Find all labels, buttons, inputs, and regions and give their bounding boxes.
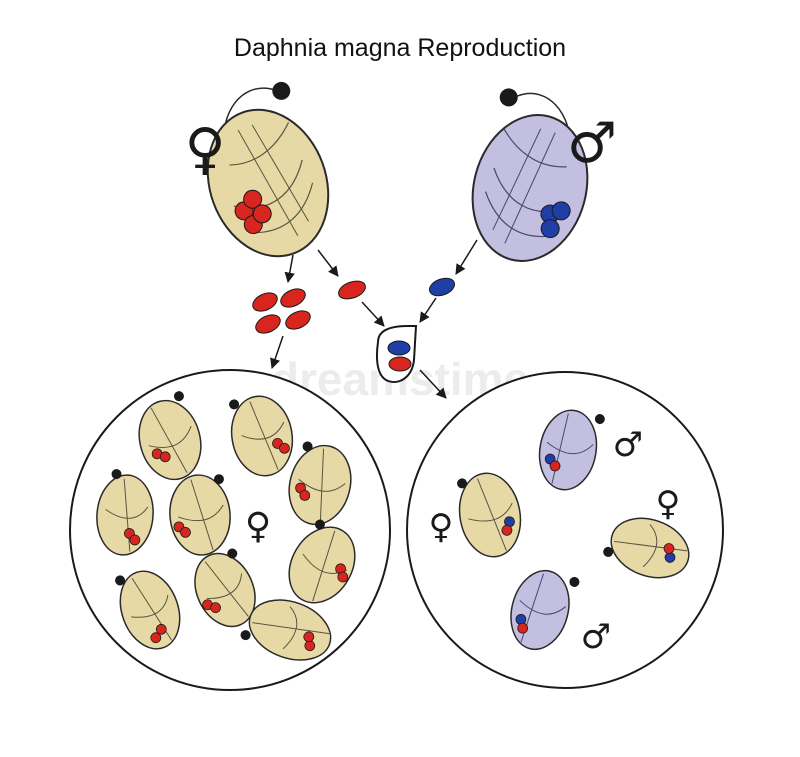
- mixed-offspring-circle: ♂ ♀ ♀ ♂: [406, 371, 724, 689]
- male-symbol-offspring-1: ♂: [613, 425, 643, 465]
- arrow-female-to-gamete: [317, 249, 339, 277]
- diagram-title: Daphnia magna Reproduction: [234, 34, 566, 62]
- arrow-eggs-to-female-offspring: [270, 335, 284, 369]
- female-offspring-7: [194, 548, 256, 628]
- parent-male-daphnia: [471, 88, 589, 262]
- arrow-ephippium-to-mixed-offspring: [419, 369, 447, 399]
- female-offspring-3: [96, 469, 154, 556]
- parent-male-sperm-cells: [540, 201, 571, 239]
- parthenogenetic-eggs: [252, 288, 311, 334]
- arrow-male-gamete-to-ephippium: [419, 297, 437, 323]
- female-symbol-parent: ♀: [184, 117, 225, 182]
- female-offspring-4: [169, 474, 231, 556]
- male-gamete: [428, 277, 456, 297]
- female-offspring-1: [138, 391, 202, 481]
- arrow-male-to-gamete: [455, 239, 478, 275]
- arrow-female-gamete-to-ephippium: [361, 301, 385, 327]
- male-symbol-parent: ♂: [567, 111, 617, 176]
- female-gamete-egg: [338, 280, 366, 300]
- parent-female-daphnia: [206, 81, 330, 258]
- ephippium-resting-egg: [376, 325, 418, 383]
- arrow-female-to-eggs: [284, 254, 295, 284]
- female-offspring-circle: ♀: [69, 369, 391, 691]
- female-symbol-offspring-3: ♀: [656, 484, 681, 524]
- female-symbol-offspring-2: ♀: [429, 507, 454, 547]
- female-offspring-2: [229, 395, 294, 477]
- male-offspring-1: [538, 409, 605, 491]
- female-offspring-6: [115, 570, 181, 650]
- female-offspring-8: [288, 519, 356, 604]
- male-offspring-2: [510, 569, 580, 651]
- female-symbol-offspring-left: ♀: [245, 506, 271, 547]
- process-arrows: [270, 239, 478, 399]
- female-offspring-5: [288, 441, 352, 526]
- female-offspring-mixed-2: [603, 517, 690, 579]
- parent-female-eggs: [234, 189, 272, 235]
- female-offspring-mixed-1: [457, 472, 522, 558]
- male-symbol-offspring-2: ♂: [581, 617, 611, 657]
- female-offspring-9: [240, 599, 332, 661]
